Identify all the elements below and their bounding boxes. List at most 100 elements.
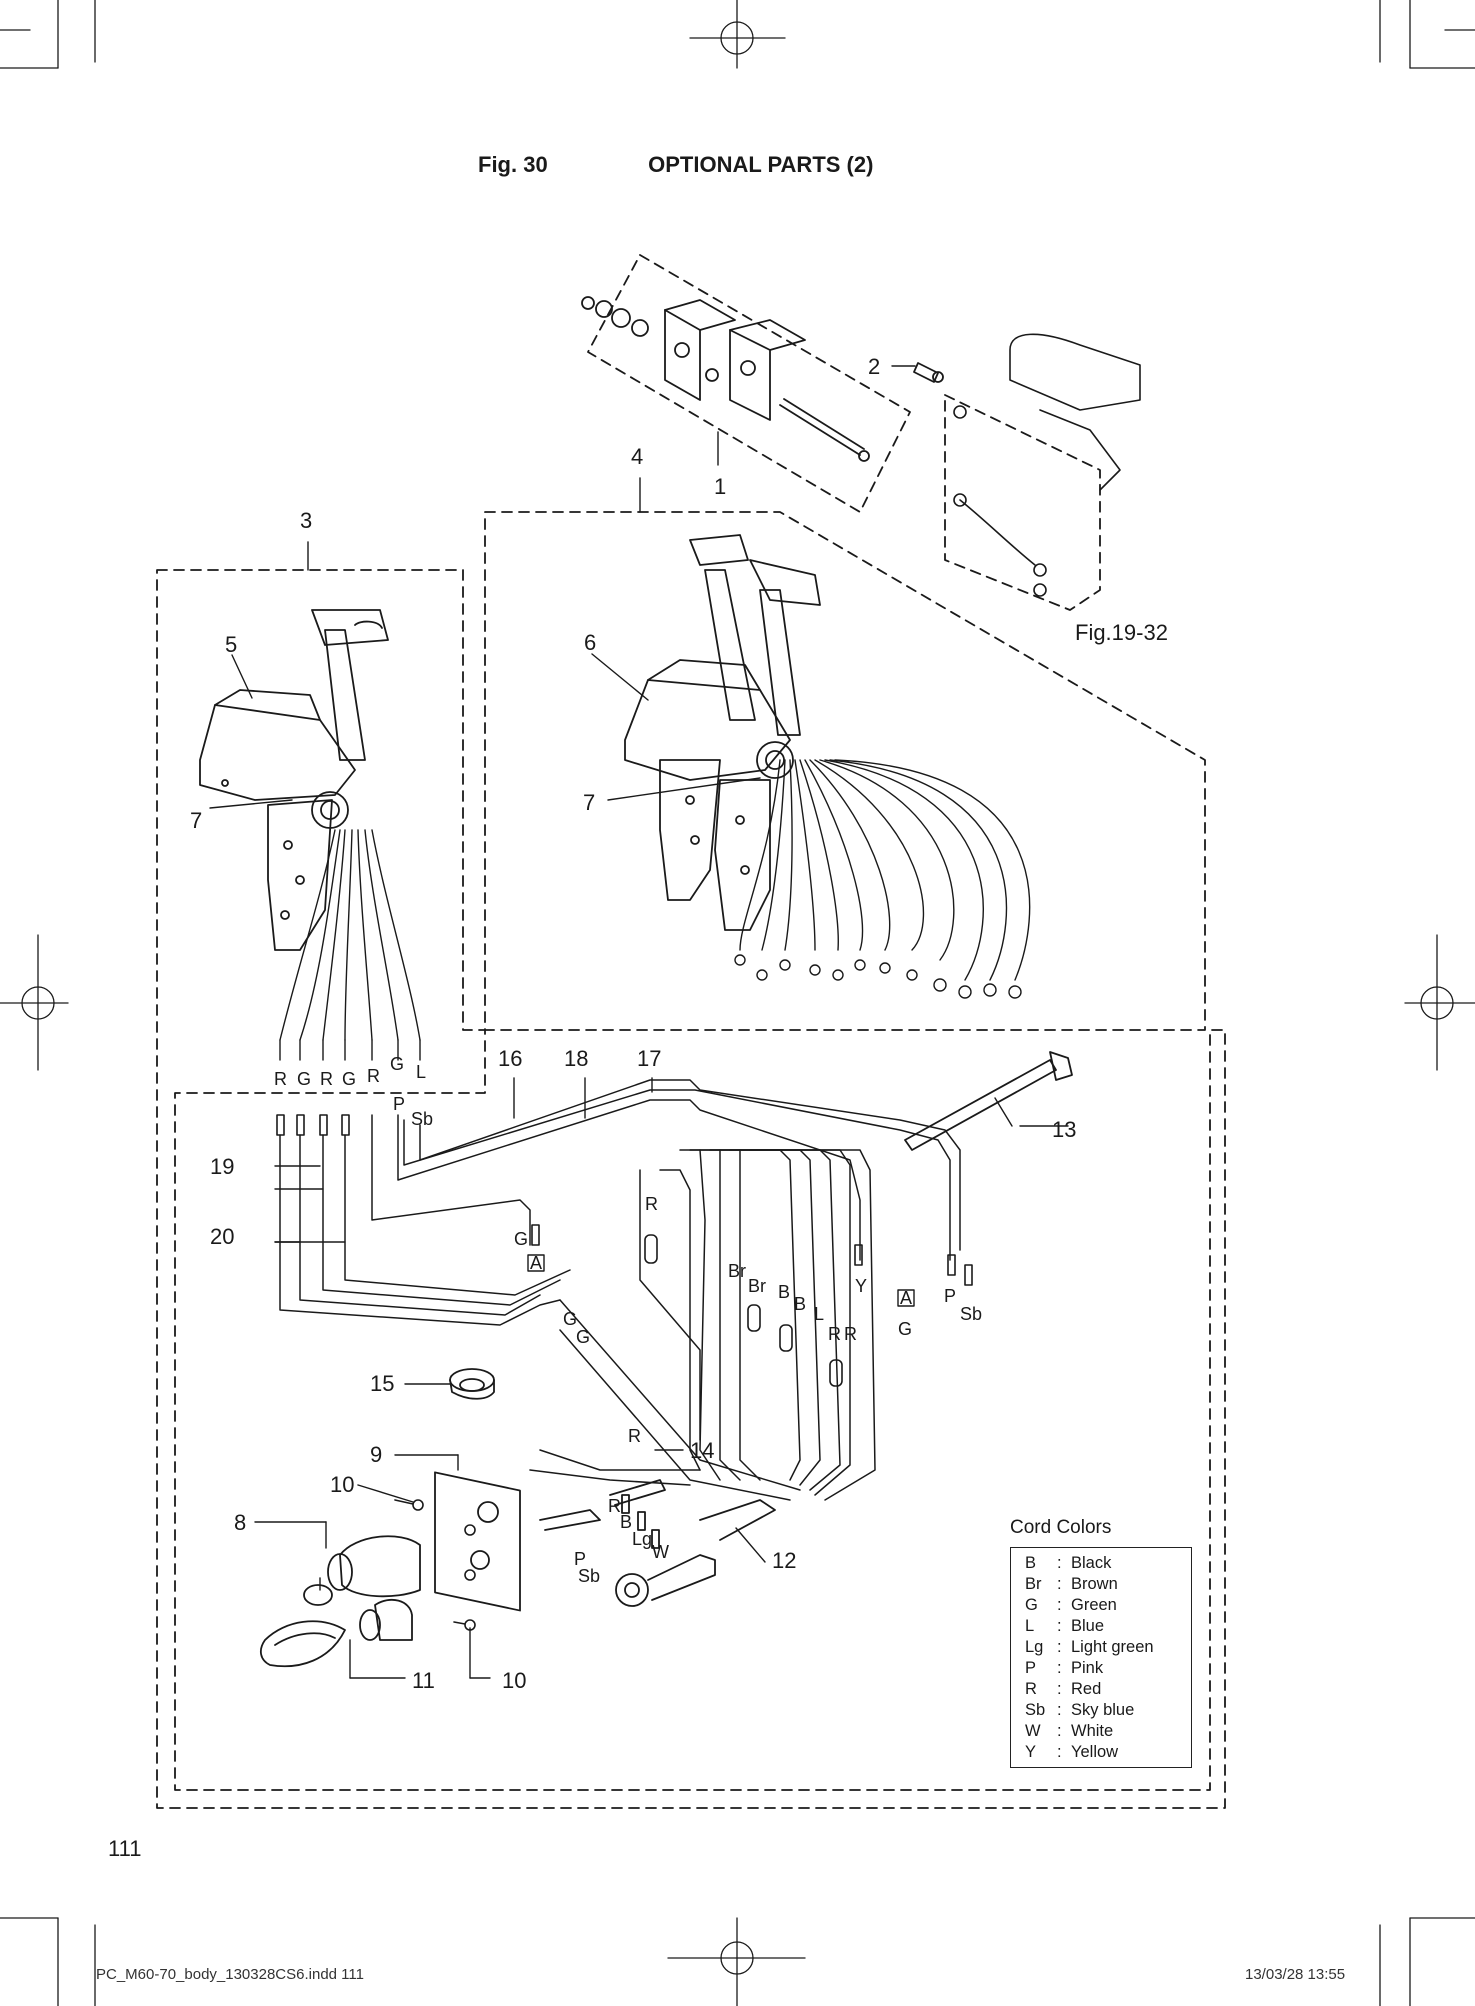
legend-row: Y:Yellow: [1025, 1742, 1181, 1763]
tag-sb: Sb: [411, 1109, 433, 1129]
callout-7b: 7: [583, 790, 595, 815]
legend-name: Blue: [1071, 1617, 1105, 1635]
callout-3: 3: [300, 508, 312, 533]
tag-l2: L: [814, 1304, 824, 1324]
registration-mark-top: [689, 0, 786, 69]
part-12-main-harness-plug: [539, 1479, 776, 1607]
legend-row: Sb:Sky blue: [1025, 1700, 1181, 1721]
callout-14: 14: [690, 1438, 714, 1463]
legend-code: B: [1025, 1554, 1037, 1572]
legend-row: L: Blue: [1025, 1616, 1181, 1637]
part-2-fitting: [913, 362, 944, 383]
part-8-main-switch: [303, 1535, 421, 1606]
tag-r6: R: [828, 1324, 841, 1344]
tag-r8: R: [608, 1496, 621, 1516]
tag-br2: Br: [748, 1276, 766, 1296]
boundary-item-3: [156, 569, 1226, 1809]
footer-timestamp: 13/03/28 13:55: [1245, 1966, 1346, 1983]
callout-10b: 10: [502, 1668, 526, 1693]
connector-mark-a2: A: [900, 1288, 912, 1308]
tag-r7: R: [844, 1324, 857, 1344]
tag-g2: G: [342, 1069, 356, 1089]
tag-sb3: Sb: [578, 1566, 600, 1586]
footer-file-name: PC_M60-70_body_130328CS6.indd 111: [96, 1966, 364, 1983]
legend-row: G: Green: [1025, 1595, 1181, 1616]
tag-g7: G: [898, 1319, 912, 1339]
tag-g6: G: [576, 1327, 590, 1347]
legend-code: L: [1025, 1617, 1035, 1635]
figure-heading: Fig. 30 OPTIONAL PARTS (2): [478, 152, 873, 178]
callout-10a: 10: [330, 1472, 354, 1497]
tag-g3: G: [390, 1054, 404, 1074]
legend-code: Y: [1025, 1743, 1037, 1761]
legend-row: W:White: [1025, 1721, 1181, 1742]
callout-16: 16: [498, 1046, 522, 1071]
tag-g5: G: [563, 1309, 577, 1329]
boundary-item-4: [484, 511, 1206, 1031]
cord-colors-legend: Cord Colors B:Black Br:Brown G:Green L:B…: [1010, 1517, 1192, 1768]
legend-table: B:Black Br:Brown G:Green L:Blue Lg:Light…: [1010, 1547, 1192, 1768]
callout-20: 20: [210, 1224, 234, 1249]
callout-5: 5: [225, 632, 237, 657]
legend-name: Light green: [1071, 1638, 1154, 1656]
legend-colon: :: [1057, 1596, 1062, 1614]
tag-p3: P: [574, 1549, 586, 1569]
callout-12: 12: [772, 1548, 796, 1573]
tag-g4: G: [514, 1229, 528, 1249]
group-boundaries: [156, 254, 1226, 1809]
callout-2: 2: [868, 354, 880, 379]
tag-g1: G: [297, 1069, 311, 1089]
part-9-switch-panel: [434, 1471, 521, 1612]
registration-mark-bottom: [667, 1917, 806, 2006]
callout-8: 8: [234, 1510, 246, 1535]
engine-reference-sketch: [953, 333, 1141, 597]
legend-name: Brown: [1071, 1575, 1118, 1593]
legend-colon: :: [1057, 1575, 1062, 1593]
tag-b2: B: [794, 1294, 806, 1314]
leader-lines: [209, 365, 1069, 1679]
tag-b1: B: [778, 1282, 790, 1302]
legend-colon: :: [1057, 1743, 1062, 1761]
part-1-mount-bracket-kit: [581, 296, 870, 462]
boundary-item-1: [587, 254, 911, 513]
tag-r1: R: [274, 1069, 287, 1089]
legend-colon: :: [1057, 1680, 1062, 1698]
callout-labels: 1 2 3 4 5 6 7 7 8 9 10 10 11 12 13 14 15…: [190, 354, 1168, 1693]
legend-code: W: [1025, 1722, 1041, 1740]
part-6-dual-lever-control: [624, 534, 821, 931]
tag-lg: Lg: [632, 1529, 652, 1549]
legend-colon: :: [1057, 1638, 1062, 1656]
tag-sb2: Sb: [960, 1304, 982, 1324]
wire-terminals: [276, 1114, 973, 1387]
boundary-engine-ref: [944, 394, 1101, 611]
legend-code: R: [1025, 1680, 1037, 1698]
tag-r2: R: [320, 1069, 333, 1089]
legend-row: Lg:Light green: [1025, 1637, 1181, 1658]
legend-colon: :: [1057, 1554, 1062, 1572]
figure-title: OPTIONAL PARTS (2): [648, 152, 874, 177]
part-5-single-lever-control: [199, 609, 389, 951]
callout-15: 15: [370, 1371, 394, 1396]
legend-colon: :: [1057, 1701, 1062, 1719]
tag-p: P: [393, 1094, 405, 1114]
registration-mark-left: [0, 934, 69, 1071]
callout-1: 1: [714, 474, 726, 499]
tag-y: Y: [855, 1276, 867, 1296]
reference-fig-19-32: Fig.19-32: [1075, 620, 1168, 645]
legend-row: B: Black: [1025, 1553, 1181, 1574]
legend-colon: :: [1057, 1617, 1062, 1635]
part-11-stop-switch-lanyard: [259, 1598, 413, 1668]
legend-name: Green: [1071, 1596, 1117, 1614]
tag-r5: R: [645, 1194, 658, 1214]
figure-number: Fig. 30: [478, 152, 548, 177]
legend-name: Black: [1071, 1554, 1112, 1572]
dual-lever-wires: [734, 759, 1031, 999]
legend-row: R:Red: [1025, 1679, 1181, 1700]
tag-w: W: [652, 1542, 669, 1562]
tag-l: L: [416, 1062, 426, 1082]
legend-code: Sb: [1025, 1701, 1046, 1719]
legend-code: G: [1025, 1596, 1038, 1614]
callout-7a: 7: [190, 808, 202, 833]
